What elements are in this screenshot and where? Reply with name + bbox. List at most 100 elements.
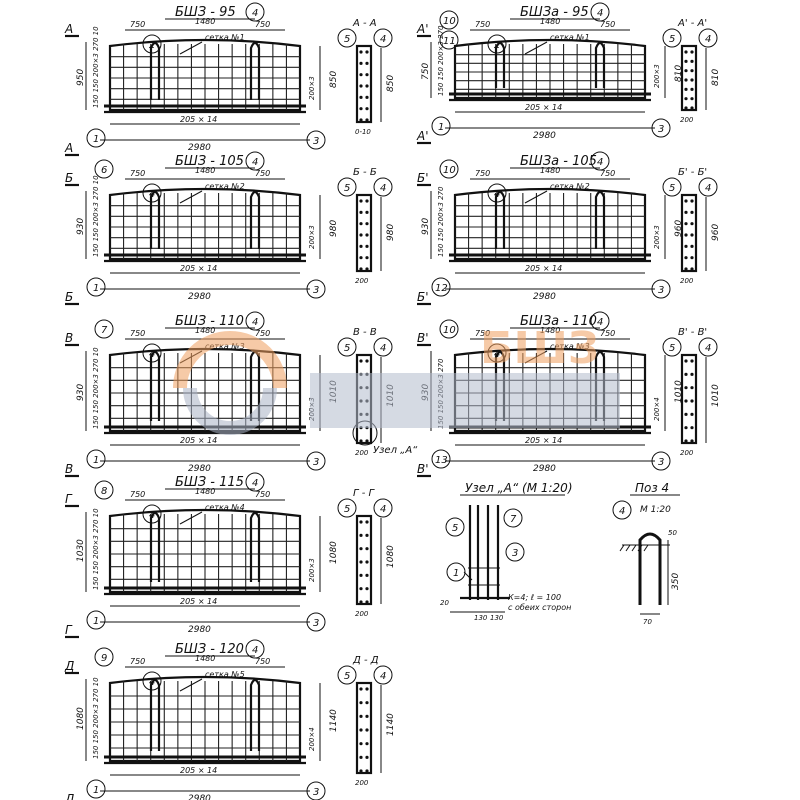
position-callout: 4 xyxy=(142,504,162,524)
position-callout: 5 xyxy=(445,517,465,537)
callout-number: 5 xyxy=(669,183,675,194)
section-bar xyxy=(690,59,694,63)
callout-circle xyxy=(651,451,671,471)
dim-1480: 1480 xyxy=(195,654,215,663)
lifting-loop xyxy=(594,190,606,249)
callout-number: 5 xyxy=(669,343,675,354)
dim-1480: 1480 xyxy=(540,326,560,335)
section-bar xyxy=(359,95,363,99)
section-bar xyxy=(359,600,363,604)
callout-circle xyxy=(373,665,393,685)
callout-circle xyxy=(245,311,265,331)
left-dim-chain: 150 150 200×3 270 10 xyxy=(92,347,100,429)
callout-number: 1 xyxy=(438,122,444,133)
grid-dim: 205 × 14 xyxy=(180,766,217,775)
position-callout: 4 xyxy=(373,498,393,518)
section-height: 850 xyxy=(386,75,396,92)
section-bar xyxy=(359,742,363,746)
panel-height: 930 xyxy=(421,218,431,235)
callout-circle xyxy=(306,279,326,299)
callout-circle xyxy=(373,28,393,48)
position-callout: 4 xyxy=(373,177,393,197)
dim-750-right: 750 xyxy=(600,20,615,29)
section-bar xyxy=(684,222,688,226)
section-height: 960 xyxy=(711,224,721,241)
poz-radius: 50 xyxy=(668,529,677,537)
callout-number: 2 xyxy=(149,40,155,51)
callout-circle xyxy=(431,116,451,136)
position-callout: 1 xyxy=(446,562,466,582)
section-bar xyxy=(365,714,369,718)
section-bar xyxy=(359,728,363,732)
section-mark-top: Д xyxy=(64,659,74,673)
callout-number: 4 xyxy=(149,677,155,688)
panel-height: 930 xyxy=(76,384,86,401)
section-bar xyxy=(690,439,694,443)
callout-number: 3 xyxy=(512,548,518,559)
node-a-label: Узел „А“ xyxy=(373,445,418,456)
position-callout: 4 xyxy=(487,183,507,203)
section-bar xyxy=(365,687,369,691)
section-mark-top: Г xyxy=(65,492,73,506)
section-bar xyxy=(365,520,369,524)
section-title: В - В xyxy=(353,327,377,338)
position-callout: 3 xyxy=(306,279,326,299)
panel-title: БШЗа - 95 xyxy=(520,5,589,20)
lifting-loop xyxy=(494,350,506,421)
section-bar xyxy=(684,267,688,271)
section-bar xyxy=(365,439,369,443)
callout-number: 2 xyxy=(494,40,500,51)
callout-number: 4 xyxy=(619,506,625,517)
callout-number: 5 xyxy=(669,34,675,45)
position-callout: 4 xyxy=(245,472,265,492)
right-height: 1080 xyxy=(329,541,339,564)
section-bar xyxy=(684,78,688,82)
node-note-2: с обеих сторон xyxy=(508,603,571,612)
callout-circle xyxy=(86,779,106,799)
dim-750-left: 750 xyxy=(475,169,490,178)
right-dim-chain: 200×3 xyxy=(653,225,661,249)
section-bar xyxy=(684,386,688,390)
callout-number: 9 xyxy=(101,653,107,664)
dim-750-left: 750 xyxy=(130,169,145,178)
callout-number: 4 xyxy=(597,317,603,328)
panel-height: 950 xyxy=(76,69,86,86)
callout-circle xyxy=(86,610,106,630)
section-title: В' - В' xyxy=(678,327,707,338)
position-callout: 5 xyxy=(337,498,357,518)
total-length: 2980 xyxy=(188,794,211,800)
right-dim-chain: 200×3 xyxy=(653,64,661,88)
callout-number: 4 xyxy=(494,349,500,360)
dim-750-left: 750 xyxy=(130,657,145,666)
section-bar xyxy=(359,701,363,705)
section-outline xyxy=(355,681,373,775)
callout-number: 3 xyxy=(313,787,319,798)
position-callout: 3 xyxy=(306,612,326,632)
callout-circle xyxy=(662,28,682,48)
section-bar xyxy=(365,533,369,537)
callout-circle xyxy=(431,449,451,469)
position-callout: 4 xyxy=(698,177,718,197)
mesh-leader xyxy=(179,41,203,55)
right-dim-chain: 200×4 xyxy=(653,397,661,421)
dim-1480: 1480 xyxy=(540,17,560,26)
right-height: 1140 xyxy=(329,709,339,732)
section-title: Д - Д xyxy=(352,655,379,666)
callout-number: 4 xyxy=(149,189,155,200)
callout-number: 4 xyxy=(380,183,386,194)
lifting-loop xyxy=(249,190,261,249)
position-callout: 10 xyxy=(439,159,459,179)
poz-loop-shape xyxy=(638,532,662,605)
section-bar xyxy=(690,78,694,82)
section-bar xyxy=(359,267,363,271)
position-callout: 3 xyxy=(651,118,671,138)
section-bar xyxy=(690,372,694,376)
panel-height: 1030 xyxy=(76,539,86,562)
position-callout: 7 xyxy=(503,508,523,528)
lifting-loop xyxy=(494,190,506,249)
section-bar xyxy=(684,244,688,248)
